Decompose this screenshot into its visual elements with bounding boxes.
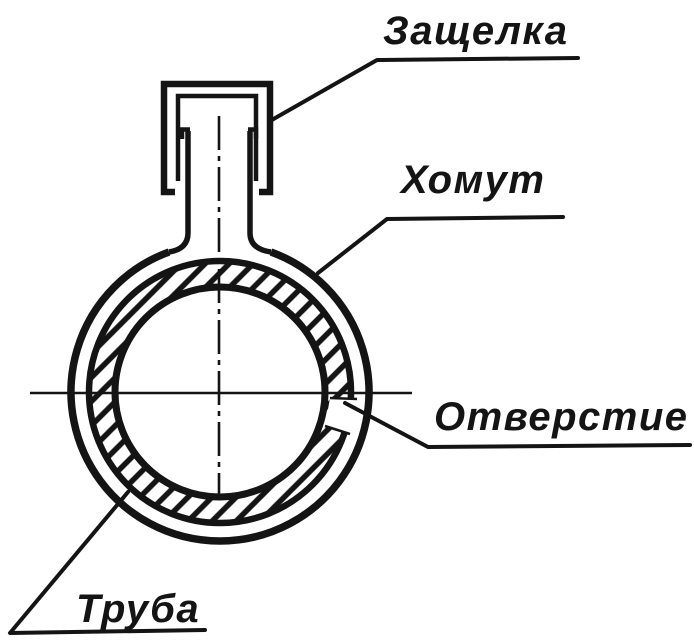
hole-edge-upper (329, 396, 358, 401)
clamp-band-arc (67, 248, 373, 545)
leader-lines (8, 56, 692, 635)
labels: Защелка Хомут Отверстие Труба (76, 9, 689, 631)
latch-label: Защелка (383, 9, 568, 53)
clamp-label: Хомут (399, 158, 546, 202)
latch-housing-outer (160, 80, 274, 196)
latch-assembly (160, 80, 274, 255)
latch-neck-right (247, 131, 272, 255)
latch-hook-right (248, 127, 259, 139)
pipe-label: Труба (76, 587, 200, 631)
centerlines (30, 116, 412, 497)
hole-leader-line (343, 401, 692, 449)
clamp-leader-line (316, 215, 565, 275)
latch-neck-left (168, 131, 191, 255)
hole-label: Отверстие (434, 395, 689, 439)
latch-leader-line (268, 56, 580, 123)
pipe-leader-line (8, 490, 207, 635)
hole-edge-lower (324, 424, 351, 436)
latch-hook-left (179, 127, 190, 139)
